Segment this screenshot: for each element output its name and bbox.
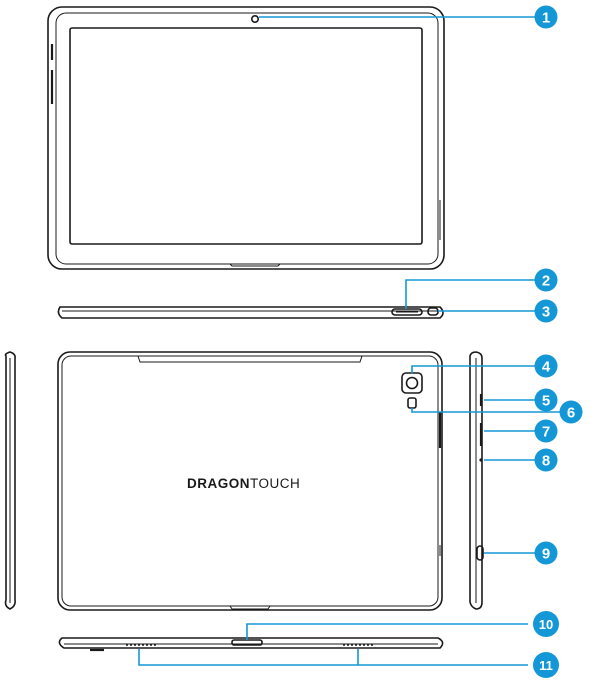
- callout-badge-10: 10: [533, 611, 559, 637]
- callout-badge-3: 3: [535, 300, 558, 323]
- brand-logo-bold: DRAGON: [187, 476, 250, 491]
- callout-badges: 1 2 3 4 5 6 7 8: [533, 6, 583, 679]
- callout-badge-8: 8: [535, 449, 558, 472]
- right-side-view: [470, 352, 483, 609]
- callout-badge-2: 2: [535, 269, 558, 292]
- front-screen: [70, 28, 422, 244]
- front-bezel: [56, 13, 438, 264]
- svg-text:3: 3: [542, 304, 550, 321]
- svg-text:8: 8: [542, 453, 550, 470]
- front-view: [48, 7, 444, 269]
- svg-text:11: 11: [539, 658, 553, 673]
- svg-text:6: 6: [567, 405, 575, 422]
- callout-badge-5: 5: [535, 389, 558, 412]
- front-outer-frame: [48, 7, 444, 269]
- front-camera-icon: [252, 16, 258, 22]
- callout-badge-11: 11: [533, 652, 559, 678]
- callout-line-11-bracket: [139, 649, 358, 665]
- rear-camera-housing: [402, 373, 422, 393]
- flash-icon: [408, 398, 416, 408]
- left-side-view: [6, 352, 16, 609]
- brand-logo-light: TOUCH: [250, 476, 300, 491]
- callout-badge-9: 9: [535, 542, 558, 565]
- rear-camera-lens-icon: [407, 378, 418, 389]
- svg-text:4: 4: [542, 359, 551, 376]
- back-top-rim: [138, 356, 362, 362]
- svg-text:5: 5: [542, 393, 550, 410]
- svg-text:10: 10: [539, 617, 553, 632]
- callout-line-2: [406, 280, 535, 309]
- brand-logo: DRAGONTOUCH: [187, 476, 300, 491]
- callout-badge-7: 7: [535, 420, 558, 443]
- callout-badge-6: 6: [560, 401, 583, 424]
- callout-line-4: [412, 366, 535, 374]
- svg-text:9: 9: [542, 546, 550, 563]
- microphone-hole: [479, 458, 482, 461]
- callout-line-6: [412, 408, 560, 412]
- callout-badge-4: 4: [535, 355, 558, 378]
- bottom-edge-view: [59, 638, 442, 650]
- top-edge-view: [58, 307, 443, 318]
- callout-badge-1: 1: [535, 6, 558, 29]
- callout-lines: [139, 17, 560, 665]
- svg-text:7: 7: [542, 424, 550, 441]
- back-view: DRAGONTOUCH: [58, 352, 442, 610]
- svg-text:2: 2: [542, 273, 550, 290]
- top-edge-outline: [58, 307, 443, 318]
- svg-text:1: 1: [542, 10, 550, 27]
- pogo-pin-connector: [232, 640, 262, 645]
